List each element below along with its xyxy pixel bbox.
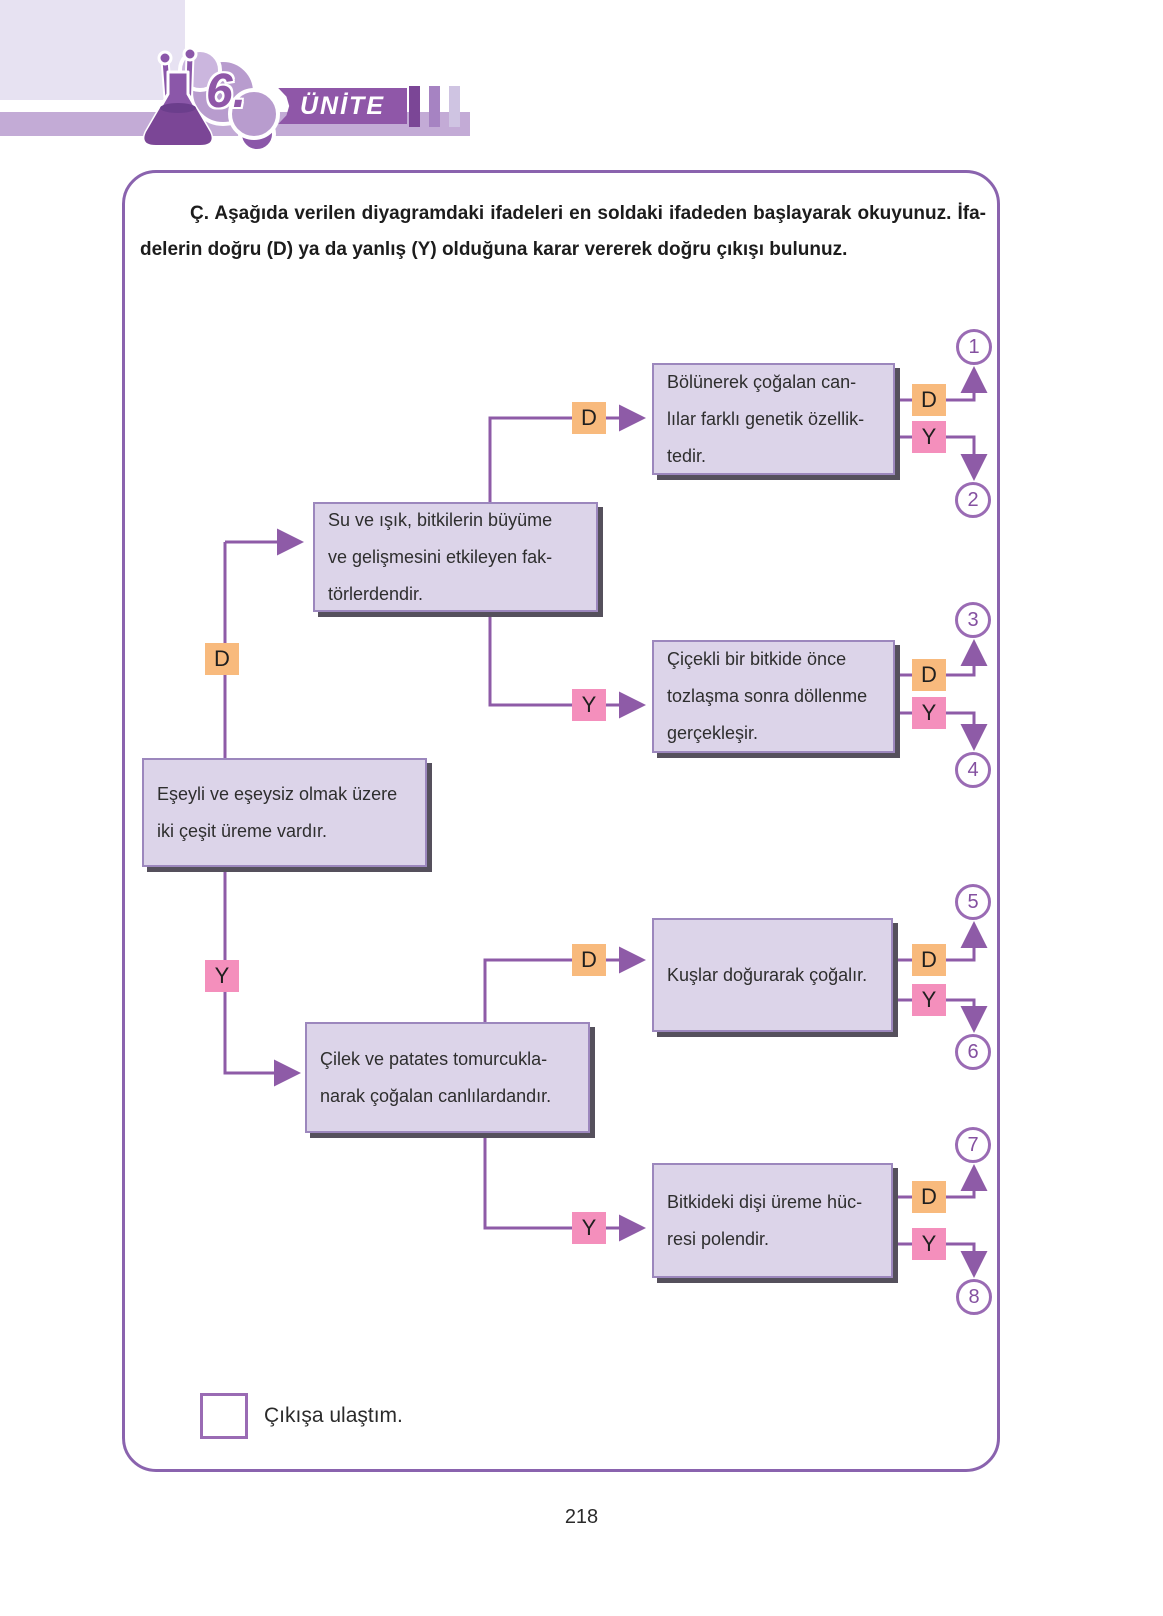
exit-circle-4: 4 xyxy=(955,752,991,788)
exit-label-y-2: Y xyxy=(912,421,946,453)
exit-answer-checkbox[interactable] xyxy=(200,1393,248,1439)
statement-box-bitkideki: Bitkideki dişi üreme hüc- resi polendir. xyxy=(652,1163,893,1278)
statement-text: Bitkideki dişi üreme hüc- resi polendir. xyxy=(667,1191,863,1249)
unit-number: 6. xyxy=(206,65,247,118)
statement-box-cicekli: Çiçekli bir bitkide önce tozlaşma sonra … xyxy=(652,640,895,753)
branch-label-y-to-cicekli: Y xyxy=(572,689,606,721)
banner-tick-light xyxy=(449,86,460,127)
instruction-line-1: Ç. Aşağıda verilen diyagramdaki ifadeler… xyxy=(190,203,986,224)
banner-tick-medium xyxy=(429,86,440,127)
banner-tick-dark xyxy=(409,86,420,127)
exit-label-d-1: D xyxy=(912,384,946,416)
exit-label-d-7: D xyxy=(912,1181,946,1213)
branch-label-y-trunk: Y xyxy=(205,960,239,992)
statement-box-bolunerek: Bölünerek çoğalan can- lılar farklı gene… xyxy=(652,363,895,475)
exit-circle-7: 7 xyxy=(955,1127,991,1163)
exit-circle-5: 5 xyxy=(955,884,991,920)
statement-box-cilek: Çilek ve patates tomurcukla- narak çoğal… xyxy=(305,1022,590,1133)
statement-box-eseyli: Eşeyli ve eşeysiz olmak üzere iki çeşit … xyxy=(142,758,427,867)
flask-icon xyxy=(142,46,280,153)
page-number: 218 xyxy=(564,1506,599,1528)
exit-circle-6: 6 xyxy=(955,1034,991,1070)
exit-label-y-6: Y xyxy=(912,984,946,1016)
header-light-rectangle xyxy=(0,0,185,100)
exit-label-y-4: Y xyxy=(912,697,946,729)
exit-label-d-3: D xyxy=(912,659,946,691)
exit-circle-2: 2 xyxy=(955,482,991,518)
branch-label-d-to-bolunerek: D xyxy=(572,402,606,434)
statement-text: Kuşlar doğurarak çoğalır. xyxy=(667,964,868,985)
branch-label-d-trunk: D xyxy=(205,643,239,675)
exit-circle-1: 1 xyxy=(956,329,992,365)
exercise-frame xyxy=(122,170,1000,1472)
statement-text: Eşeyli ve eşeysiz olmak üzere iki çeşit … xyxy=(157,783,398,841)
instruction-paragraph: Ç. Aşağıda verilen diyagramdaki ifadeler… xyxy=(140,196,986,268)
statement-text: Çiçekli bir bitkide önce tozlaşma sonra … xyxy=(667,649,868,743)
branch-label-d-to-kuslar: D xyxy=(572,944,606,976)
statement-text: Su ve ışık, bitkilerin büyüme ve gelişme… xyxy=(328,509,553,604)
unit-banner-label: ÜNİTE xyxy=(300,91,385,120)
statement-text: Çilek ve patates tomurcukla- narak çoğal… xyxy=(320,1048,552,1106)
exit-circle-8: 8 xyxy=(956,1279,992,1315)
statement-box-su-isik: Su ve ışık, bitkilerin büyüme ve gelişme… xyxy=(313,502,598,612)
statement-text: Bölünerek çoğalan can- lılar farklı gene… xyxy=(667,371,865,466)
exit-circle-3: 3 xyxy=(955,602,991,638)
exit-answer-label: Çıkışa ulaştım. xyxy=(264,1404,403,1427)
exit-label-d-5: D xyxy=(912,944,946,976)
instruction-line-2: delerin doğru (D) ya da yanlış (Y) olduğ… xyxy=(140,239,848,260)
statement-box-kuslar: Kuşlar doğurarak çoğalır. xyxy=(652,918,893,1032)
exit-label-y-8: Y xyxy=(912,1228,946,1260)
branch-label-y-to-bitkideki: Y xyxy=(572,1212,606,1244)
unit-banner: ÜNİTE xyxy=(278,88,407,124)
